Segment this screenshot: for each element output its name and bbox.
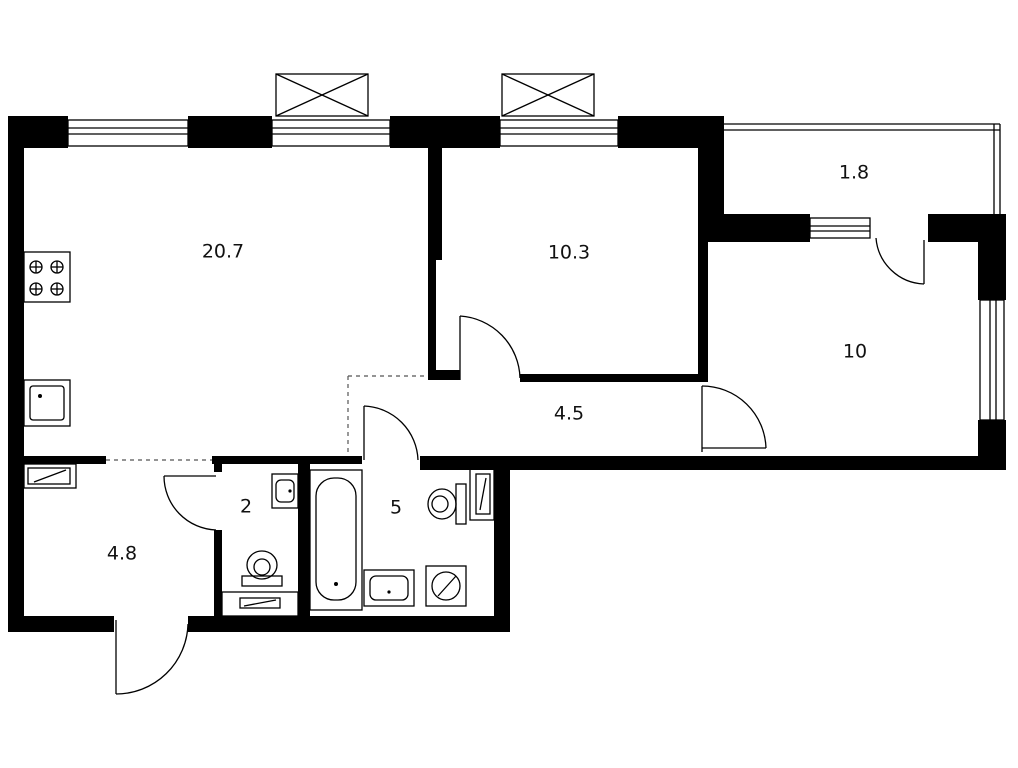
door-entrance (115, 620, 189, 695)
bath-cabinet-icon (469, 467, 495, 521)
window-balcony-door (809, 217, 871, 239)
wall-bath-right (494, 460, 510, 630)
door-toilet (163, 475, 217, 531)
toilet-room-fixtures (221, 473, 299, 617)
boiler-icon (221, 591, 299, 617)
walls (8, 116, 1006, 632)
area-label-hall: 4.8 (107, 543, 137, 565)
wall-right-upper (978, 214, 1006, 300)
wall-hall-top-right (212, 456, 362, 464)
wall-balcony-bottom-left (708, 214, 810, 242)
area-label-bathroom: 5 (390, 497, 402, 519)
toilet-icon (241, 550, 283, 587)
window-kitchen-1 (67, 119, 189, 147)
hall-cabinet-icon (23, 463, 77, 489)
bath-toilet-icon (427, 483, 467, 525)
wall-left (8, 116, 24, 632)
wall-kitchen-bedroom (428, 146, 442, 260)
door-balcony (875, 237, 925, 285)
doors (115, 237, 925, 695)
wall-toilet-left-low (214, 530, 222, 622)
windows (67, 119, 1005, 421)
kitchen-fixtures (23, 251, 71, 427)
wall-toilet-left (214, 456, 222, 472)
wall-toilet-bath (298, 456, 310, 622)
area-label-room: 10 (843, 341, 867, 363)
kitchen-sink-icon (23, 379, 71, 427)
bathtub-icon (309, 469, 363, 611)
area-label-bedroom: 10.3 (548, 242, 590, 264)
wall-top-2 (188, 116, 272, 148)
wall-corridor-bottom (420, 456, 1006, 470)
bathroom-fixtures (309, 467, 495, 611)
wall-bedroom-stub (436, 370, 460, 380)
area-label-balcony: 1.8 (839, 162, 869, 184)
ac-unit-icon (501, 73, 595, 117)
wall-top-3 (390, 116, 500, 148)
washing-machine-icon (425, 565, 467, 607)
wall-bottom-right (188, 616, 510, 632)
wall-bottom-left (8, 616, 114, 632)
openings (106, 375, 428, 461)
balcony-railing (724, 123, 1001, 214)
door-bathroom (363, 405, 419, 461)
area-label-toilet: 2 (240, 496, 252, 518)
window-kitchen-2 (271, 119, 391, 147)
ac-units (275, 73, 595, 117)
window-bedroom (499, 119, 619, 147)
ac-unit-icon (275, 73, 369, 117)
area-labels: 20.7 10.3 1.8 10 4.5 4.8 2 5 (107, 162, 869, 565)
wall-bedroom-room (698, 242, 708, 382)
door-bedroom (459, 315, 521, 380)
area-label-living-kitchen: 20.7 (202, 241, 244, 263)
washbasin-icon (271, 473, 299, 509)
stove-icon (23, 251, 71, 303)
wall-kitchen-bedroom-low (428, 260, 436, 380)
area-label-corridor: 4.5 (554, 403, 584, 425)
wall-hall-top-left (24, 456, 106, 464)
door-room (701, 385, 767, 452)
window-room-right (979, 299, 1005, 421)
bath-sink-icon (363, 569, 415, 607)
wall-bedroom-bottom (520, 374, 706, 382)
wall-bath-top-right (420, 456, 428, 466)
